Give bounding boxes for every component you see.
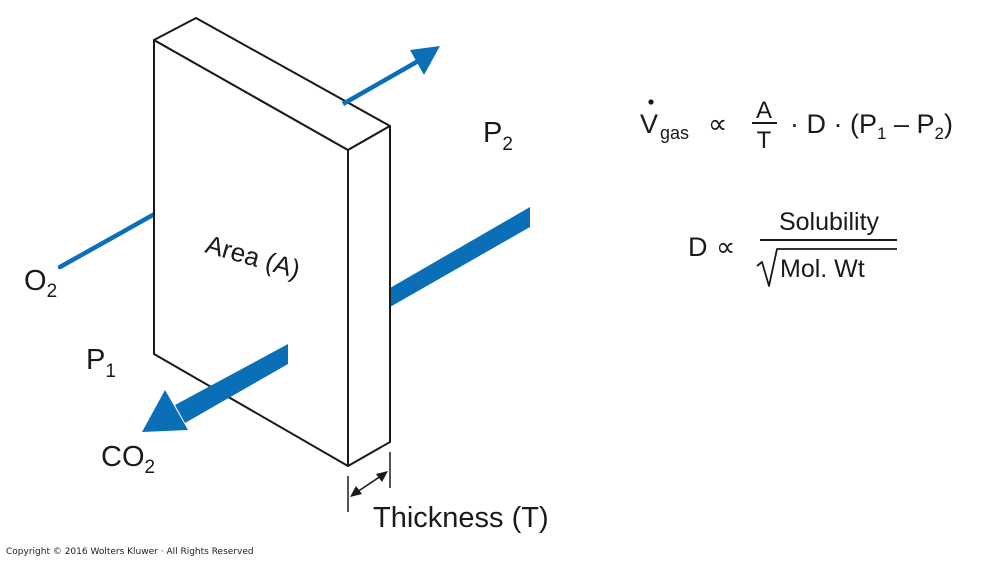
- eq2-numerator: Solubility: [779, 208, 880, 236]
- o2-label-sub: 2: [47, 281, 58, 302]
- thickness-arrowhead-right: [376, 471, 388, 482]
- co2-label: CO2: [101, 441, 155, 478]
- p2-label: P2: [483, 117, 513, 155]
- thickness-arrowhead-left: [350, 486, 362, 497]
- co2-band-right: [390, 207, 530, 307]
- thickness-marker: [347, 452, 391, 512]
- eq1-rest-a: · D · (P: [790, 109, 877, 139]
- eq1-prop: ∝: [708, 109, 727, 139]
- p2-label-main: P: [483, 117, 502, 149]
- eq2-d: D: [688, 232, 708, 262]
- fick-equation: V gas ∝ A T · D · (P1 – P2): [640, 97, 953, 154]
- eq1-rest-sub1: 1: [877, 124, 886, 143]
- co2-arrow-band: [175, 344, 288, 423]
- p2-label-sub: 2: [502, 134, 513, 155]
- flow-rate-dot: [648, 99, 654, 105]
- membrane-slab: [153, 17, 391, 467]
- eq1-rest: · D · (P1 – P2): [790, 109, 953, 143]
- co2-label-main: CO: [101, 441, 145, 473]
- co2-label-sub: 2: [145, 457, 156, 478]
- p1-label-main: P: [86, 344, 105, 376]
- slab-side-face: [347, 125, 391, 467]
- co2-arrowhead: [142, 390, 188, 432]
- o2-arrow-line-front: [341, 58, 422, 106]
- eq1-v-sub: gas: [660, 123, 689, 143]
- eq1-rest-b: – P: [886, 109, 934, 139]
- thickness-label: Thickness (T): [373, 502, 549, 534]
- o2-label-main: O: [24, 265, 47, 297]
- sqrt-sign-icon: [756, 248, 897, 287]
- p1-label: P1: [86, 344, 116, 382]
- eq2-prop: ∝: [716, 232, 735, 262]
- copyright-notice: Copyright © 2016 Wolters Kluwer · All Ri…: [6, 547, 254, 557]
- o2-arrowhead: [410, 46, 440, 75]
- eq1-rest-sub2: 2: [935, 124, 944, 143]
- eq1-rest-c: ): [944, 109, 953, 139]
- eq2-denominator: Mol. Wt: [780, 255, 865, 283]
- o2-label: O2: [24, 265, 57, 302]
- diffusion-coefficient-equation: D ∝ Solubility Mol. Wt: [688, 208, 897, 287]
- p1-label-sub: 1: [105, 361, 116, 382]
- eq1-numerator: A: [756, 97, 772, 124]
- eq1-v: V: [640, 109, 658, 139]
- eq1-denominator: T: [757, 127, 772, 154]
